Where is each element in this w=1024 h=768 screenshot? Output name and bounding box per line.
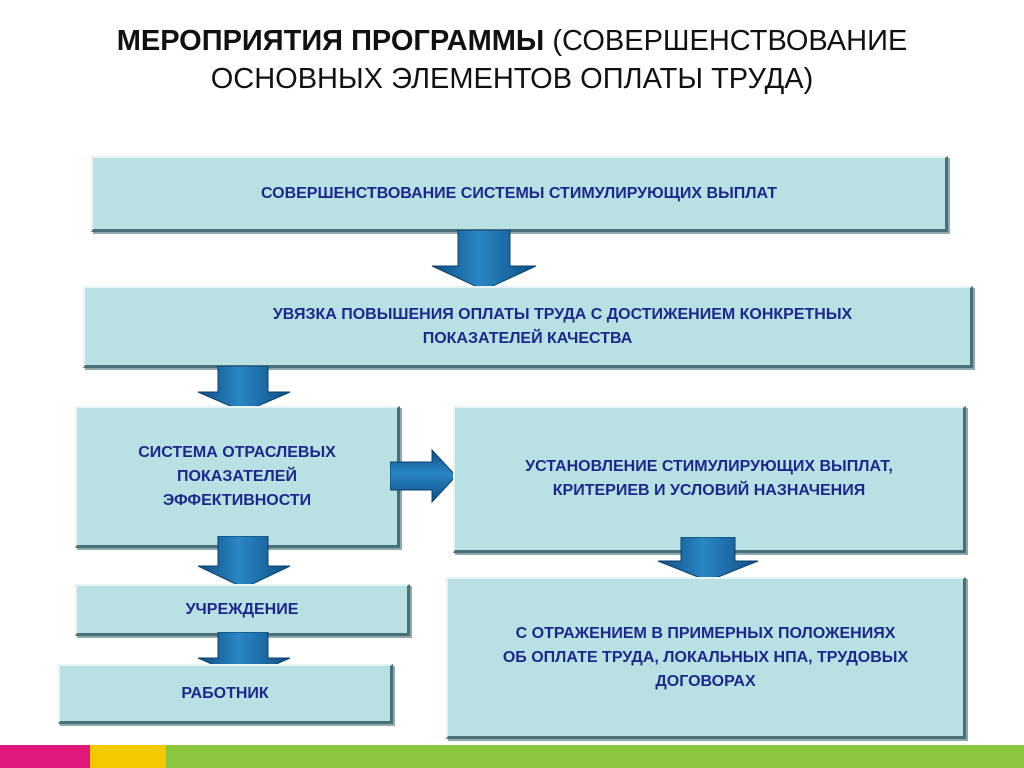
footer-stripe-magenta (0, 745, 90, 768)
title-regular-line1: (СОВЕРШЕНСТВОВАНИЕ (544, 25, 908, 57)
box-stimulus-system-text: СОВЕРШЕНСТВОВАНИЕ СИСТЕМЫ СТИМУЛИРУЮЩИХ … (260, 184, 778, 202)
box-link-quality: УВЯЗКА ПОВЫШЕНИЯ ОПЛАТЫ ТРУДА С ДОСТИЖЕН… (83, 286, 973, 368)
box-industry-indicators: СИСТЕМА ОТРАСЛЕВЫХ ПОКАЗАТЕЛЕЙ ЭФФЕКТИВН… (75, 406, 400, 548)
box-regulations-line3: ДОГОВОРАХ (655, 672, 756, 690)
page-title: МЕРОПРИЯТИЯ ПРОГРАММЫ (СОВЕРШЕНСТВОВАНИЕ… (40, 22, 984, 98)
box-industry-indicators-line1: СИСТЕМА ОТРАСЛЕВЫХ (138, 443, 336, 461)
box-institution: УЧРЕЖДЕНИЕ (75, 584, 410, 636)
box-regulations-line2: ОБ ОПЛАТЕ ТРУДА, ЛОКАЛЬНЫХ НПА, ТРУДОВЫХ (502, 648, 909, 666)
footer-stripe-yellow (90, 745, 166, 768)
box-employee-text: РАБОТНИК (181, 684, 269, 702)
title-bold: МЕРОПРИЯТИЯ ПРОГРАММЫ (116, 25, 545, 57)
box-establish-payments-line1: УСТАНОВЛЕНИЕ СТИМУЛИРУЮЩИХ ВЫПЛАТ, (525, 458, 893, 475)
box-link-quality-line1: УВЯЗКА ПОВЫШЕНИЯ ОПЛАТЫ ТРУДА С ДОСТИЖЕН… (272, 305, 853, 323)
box-establish-payments: УСТАНОВЛЕНИЕ СТИМУЛИРУЮЩИХ ВЫПЛАТ, КРИТЕ… (453, 406, 966, 553)
down-arrow-icon (657, 537, 759, 581)
box-link-quality-line2: ПОКАЗАТЕЛЕЙ КАЧЕСТВА (422, 329, 633, 347)
box-regulations-line1: С ОТРАЖЕНИЕМ В ПРИМЕРНЫХ ПОЛОЖЕНИЯХ (515, 624, 896, 642)
down-arrow-icon (197, 366, 291, 412)
box-industry-indicators-line3: ЭФФЕКТИВНОСТИ (162, 491, 312, 509)
footer-stripe-green (166, 745, 1024, 768)
down-arrow-icon (197, 536, 291, 588)
box-institution-text: УЧРЕЖДЕНИЕ (185, 600, 299, 618)
box-establish-payments-line2: КРИТЕРИЕВ И УСЛОВИЙ НАЗНАЧЕНИЯ (552, 482, 866, 499)
box-employee: РАБОТНИК (58, 664, 393, 724)
box-stimulus-system: СОВЕРШЕНСТВОВАНИЕ СИСТЕМЫ СТИМУЛИРУЮЩИХ … (91, 156, 948, 232)
title-regular-line2: ОСНОВНЫХ ЭЛЕМЕНТОВ ОПЛАТЫ ТРУДА) (210, 63, 814, 95)
box-industry-indicators-line2: ПОКАЗАТЕЛЕЙ (177, 467, 297, 485)
down-arrow-icon (431, 230, 537, 290)
right-arrow-icon (390, 448, 457, 504)
box-regulations: С ОТРАЖЕНИЕМ В ПРИМЕРНЫХ ПОЛОЖЕНИЯХ ОБ О… (446, 577, 966, 739)
